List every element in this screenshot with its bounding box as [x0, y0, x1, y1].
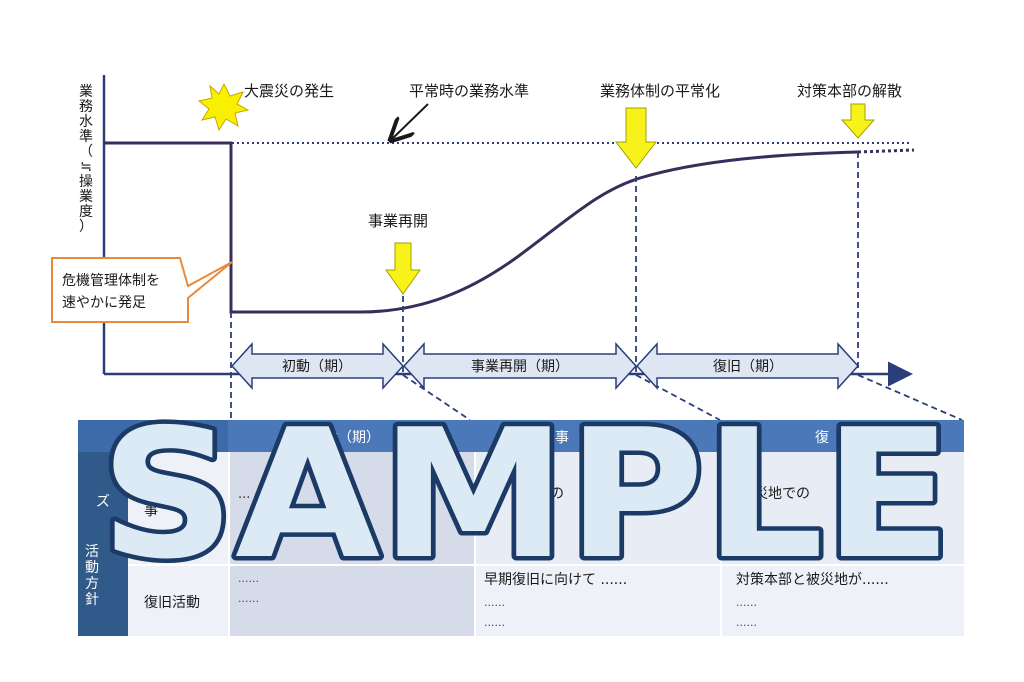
level-chart: 業務水準（≒操業度） 大震災の発生 平常時の業務水準 業務体制の平常化 対策本部…	[51, 75, 963, 425]
event-dissolution-label: 対策本部の解散	[797, 82, 902, 100]
crisis-callout: 危機管理体制を 速やかに発足	[51, 257, 233, 323]
row-2-cell-1-line-2: ......	[238, 592, 259, 605]
y-axis-label-char-1: 務	[79, 99, 93, 115]
y-axis-label: 業務水準（≒操業度）	[79, 84, 93, 235]
header-fragment-2: 事	[555, 430, 569, 446]
row-2-cell-2-line-3: ......	[484, 616, 505, 629]
header-fragment-3: 復	[815, 429, 829, 446]
phase-arrow-restart: 事業再開（期）	[402, 342, 638, 390]
connector-3	[857, 374, 963, 421]
y-axis-label-char-3: 準	[79, 129, 93, 145]
row-1-cell-1-line-1: ...	[238, 487, 250, 502]
y-axis-label-char-8: 度	[79, 204, 93, 220]
normalization-marker-arrow	[614, 107, 658, 169]
y-axis-label-char-9: ）	[79, 219, 93, 235]
row-2-cell-2-line-1: 早期復旧に向けて ......	[484, 571, 627, 588]
phase-label-recovery: 復旧（期）	[713, 358, 783, 375]
y-axis-label-char-5: ≒	[80, 159, 92, 175]
row-1-cell-3-line-2: ...	[740, 509, 751, 523]
business-level-curve	[104, 141, 859, 314]
phase-label-initial: 初動（期）	[282, 358, 352, 375]
side-label-char-0: 活	[85, 544, 99, 560]
post-dissolution-line	[857, 148, 915, 154]
phase-arrow-initial: 初動（期）	[230, 342, 405, 390]
y-axis-label-char-2: 水	[79, 114, 93, 130]
event-normal-level-label: 平常時の業務水準	[409, 82, 529, 100]
row-2-cell-3-line-1: 対策本部と被災地が......	[736, 571, 889, 588]
callout-line-1: 危機管理体制を	[62, 273, 160, 289]
dissolution-marker-arrow	[840, 103, 876, 139]
y-axis-label-char-7: 業	[79, 189, 93, 205]
event-restart-label: 事業再開	[368, 212, 428, 230]
connector-1	[402, 374, 471, 421]
restart-marker-arrow	[385, 242, 421, 295]
connector-2	[635, 374, 721, 421]
callout-line-2: 速やかに発足	[62, 295, 146, 311]
explosion-icon	[197, 82, 250, 132]
y-axis-label-char-4: （	[79, 144, 93, 160]
row-2-cell-2-line-2: ......	[484, 596, 505, 609]
row-2-cell-3-line-3: ......	[736, 616, 757, 629]
row-2-label: 復旧活動	[144, 594, 200, 611]
phase-label-restart: 事業再開（期）	[471, 359, 569, 375]
header-fragment-1: 初動（期）	[310, 429, 380, 446]
event-disaster-label: 大震災の発生	[244, 82, 334, 100]
row-1-cell-3-line-1: 被災地での	[740, 486, 810, 502]
row-2-cell-3-line-2: ......	[736, 596, 757, 609]
phase-arrow-recovery: 復旧（期）	[635, 342, 860, 390]
side-fragment: ズ	[96, 494, 110, 510]
y-axis-label-char-6: 操	[79, 174, 93, 190]
side-label-char-1: 動	[85, 560, 99, 576]
row-1-label: 事	[144, 503, 158, 519]
side-label-char-2: 方	[85, 576, 99, 592]
y-axis-label-char-0: 業	[79, 84, 93, 100]
table-side-column	[78, 452, 128, 636]
event-normalization-label: 業務体制の平常化	[600, 82, 720, 100]
normal-level-pointer	[392, 103, 429, 139]
row-2-cell-1-line-1: ......	[238, 572, 259, 585]
row-1-cell-2-line-1: 部の	[536, 486, 564, 502]
side-label-char-3: 針	[85, 592, 99, 608]
sample-watermark: SAMPLE	[100, 391, 952, 598]
